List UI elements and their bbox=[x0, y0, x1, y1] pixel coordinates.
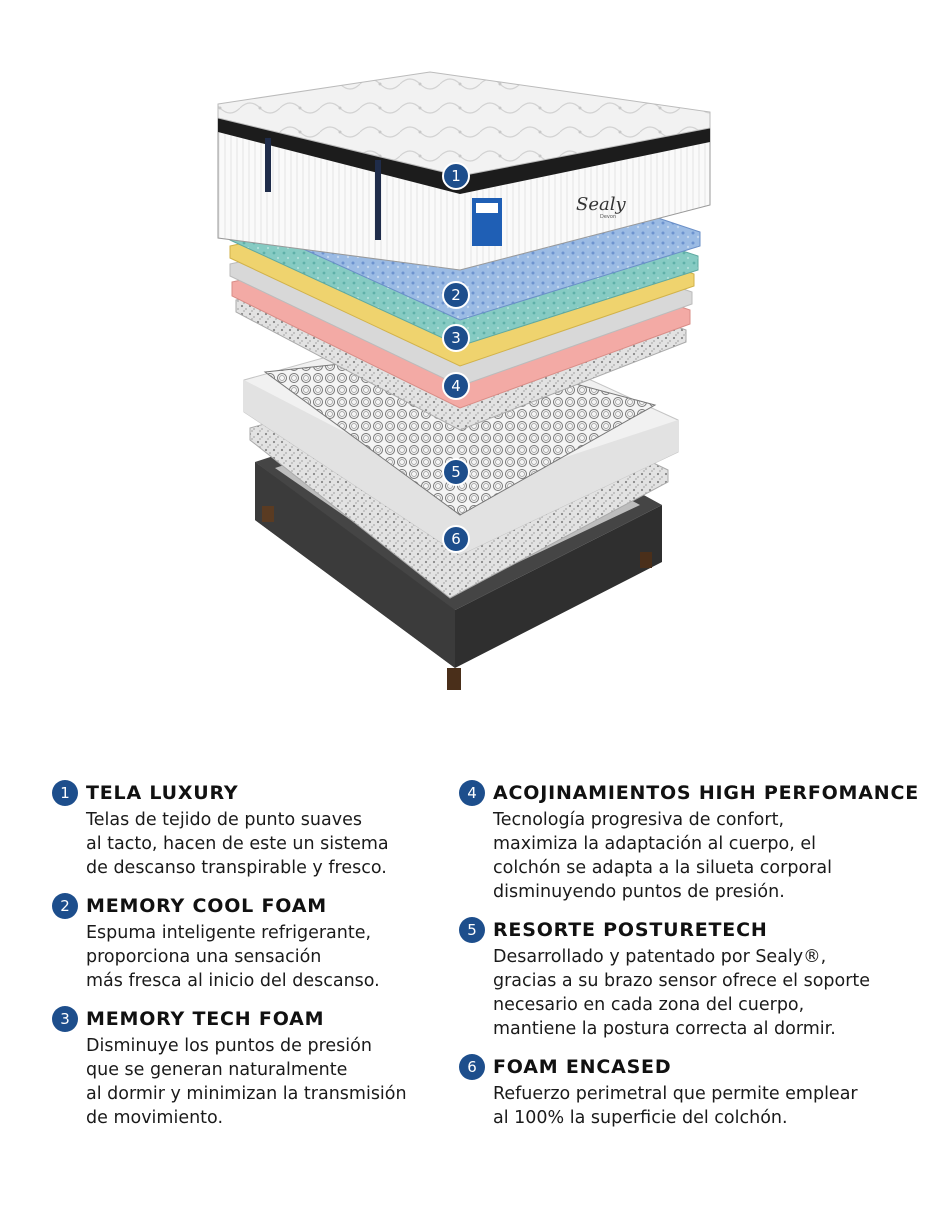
feature-title: RESORTE POSTURETECH bbox=[493, 919, 768, 941]
feature-number-badge: 4 bbox=[459, 780, 485, 806]
feature-resorte-posturetech: 5 RESORTE POSTURETECH Desarrollado y pat… bbox=[459, 915, 919, 1041]
feature-memory-tech-foam: 3 MEMORY TECH FOAM Disminuye los puntos … bbox=[52, 1004, 442, 1130]
features-left-column: 1 TELA LUXURY Telas de tejido de punto s… bbox=[52, 778, 442, 1141]
feature-description: Espuma inteligente refrigerante, proporc… bbox=[86, 923, 380, 991]
feature-description: Disminuye los puntos de presión que se g… bbox=[86, 1036, 407, 1128]
marker-3: 3 bbox=[442, 324, 470, 352]
feature-title: TELA LUXURY bbox=[86, 782, 239, 804]
svg-text:4: 4 bbox=[451, 377, 461, 395]
marker-1: 1 bbox=[442, 162, 470, 190]
marker-2: 2 bbox=[442, 281, 470, 309]
features-right-column: 4 ACOJINAMIENTOS HIGH PERFOMANCE Tecnolo… bbox=[459, 778, 919, 1141]
feature-description: Refuerzo perimetral que permite emplear … bbox=[493, 1084, 858, 1128]
feature-acojinamientos: 4 ACOJINAMIENTOS HIGH PERFOMANCE Tecnolo… bbox=[459, 778, 919, 904]
feature-memory-cool-foam: 2 MEMORY COOL FOAM Espuma inteligente re… bbox=[52, 891, 442, 993]
base-leg bbox=[640, 552, 652, 568]
feature-description: Tecnología progresiva de confort, maximi… bbox=[493, 810, 832, 902]
feature-number-badge: 6 bbox=[459, 1054, 485, 1080]
feature-description: Desarrollado y patentado por Sealy®, gra… bbox=[493, 947, 871, 1039]
brand-logo: Sealy bbox=[576, 194, 626, 215]
marker-6: 6 bbox=[442, 525, 470, 553]
feature-number-badge: 2 bbox=[52, 893, 78, 919]
feature-foam-encased: 6 FOAM ENCASED Refuerzo perimetral que p… bbox=[459, 1052, 919, 1130]
feature-tela-luxury: 1 TELA LUXURY Telas de tejido de punto s… bbox=[52, 778, 442, 880]
mattress-layers-diagram: Sealy Devon 1 2 3 4 5 6 bbox=[217, 71, 711, 690]
feature-description: Telas de tejido de punto suaves al tacto… bbox=[86, 810, 389, 878]
feature-number-badge: 1 bbox=[52, 780, 78, 806]
feature-title: MEMORY TECH FOAM bbox=[86, 1008, 325, 1030]
svg-text:3: 3 bbox=[451, 329, 461, 347]
brand-model: Devon bbox=[600, 214, 616, 220]
base-leg bbox=[262, 506, 274, 522]
svg-text:1: 1 bbox=[451, 167, 461, 185]
svg-text:5: 5 bbox=[451, 463, 461, 481]
layer-markers: 1 2 3 4 5 6 bbox=[442, 162, 470, 553]
svg-text:6: 6 bbox=[451, 530, 461, 548]
marker-5: 5 bbox=[442, 458, 470, 486]
marker-4: 4 bbox=[442, 372, 470, 400]
feature-number-badge: 3 bbox=[52, 1006, 78, 1032]
base-leg bbox=[447, 668, 461, 690]
feature-title: MEMORY COOL FOAM bbox=[86, 895, 327, 917]
feature-number-badge: 5 bbox=[459, 917, 485, 943]
feature-title: FOAM ENCASED bbox=[493, 1056, 672, 1078]
feature-title: ACOJINAMIENTOS HIGH PERFOMANCE bbox=[493, 782, 919, 804]
mattress-top: Sealy Devon bbox=[217, 71, 711, 271]
svg-text:2: 2 bbox=[451, 286, 461, 304]
